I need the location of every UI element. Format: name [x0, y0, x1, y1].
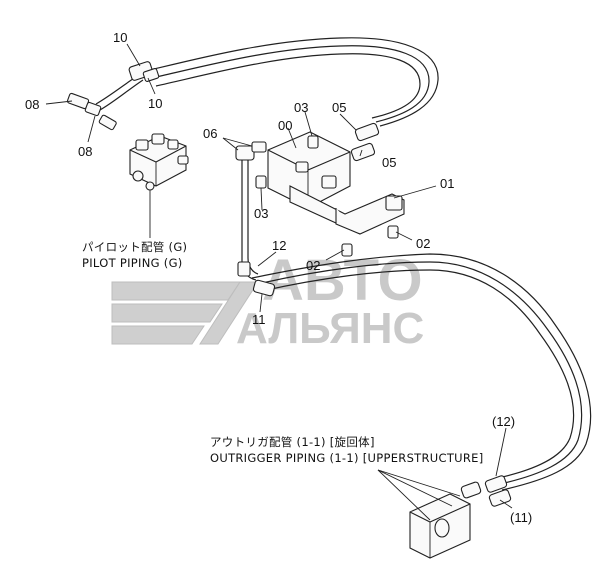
fitting-05: [350, 122, 380, 162]
pipe-outrigger: [251, 253, 592, 491]
label-12: 12: [272, 238, 286, 253]
label-02-right: 02: [416, 236, 430, 251]
bracket-assembly: [267, 131, 405, 235]
watermark: АВТО АЛЬЯНС: [111, 248, 424, 353]
label-05-top: 05: [332, 100, 346, 115]
bolts: [255, 135, 399, 257]
label-01: 01: [440, 176, 454, 191]
pipe-top-loop: [149, 37, 439, 127]
caption-outrigger-en: OUTRIGGER PIPING (1-1) [UPPERSTRUCTURE]: [210, 451, 484, 465]
outrigger-block: [409, 475, 512, 559]
watermark-line1: АВТО: [262, 248, 423, 313]
watermark-line2: АЛЬЯНС: [236, 304, 424, 353]
label-03-top: 03: [294, 100, 308, 115]
label-00: 00: [278, 118, 292, 133]
fitting-08: [66, 92, 117, 131]
label-05-bottom: 05: [382, 155, 396, 170]
label-10-top: 10: [113, 30, 127, 45]
caption-pilot-jp: パイロット配管 (G): [82, 240, 187, 254]
label-06: 06: [203, 126, 217, 141]
fitting-06: [235, 141, 267, 161]
caption-outrigger-jp: アウトリガ配管 (1-1) [旋回体]: [210, 435, 375, 449]
label-03-bottom: 03: [254, 206, 268, 221]
pilot-valve: [129, 133, 189, 191]
fitting-10: [128, 61, 160, 82]
label-08-left: 08: [25, 97, 39, 112]
fitting-12-11: [237, 261, 276, 297]
watermark-logo: [111, 281, 259, 345]
label-10-bottom: 10: [148, 96, 162, 111]
label-08-bottom: 08: [78, 144, 92, 159]
label-02-left: 02: [306, 258, 320, 273]
label-11-paren: (11): [510, 510, 532, 525]
label-11: 11: [252, 312, 266, 327]
leader-lines: [45, 43, 513, 521]
label-12-paren: (12): [492, 414, 515, 429]
caption-pilot-en: PILOT PIPING (G): [82, 256, 183, 270]
